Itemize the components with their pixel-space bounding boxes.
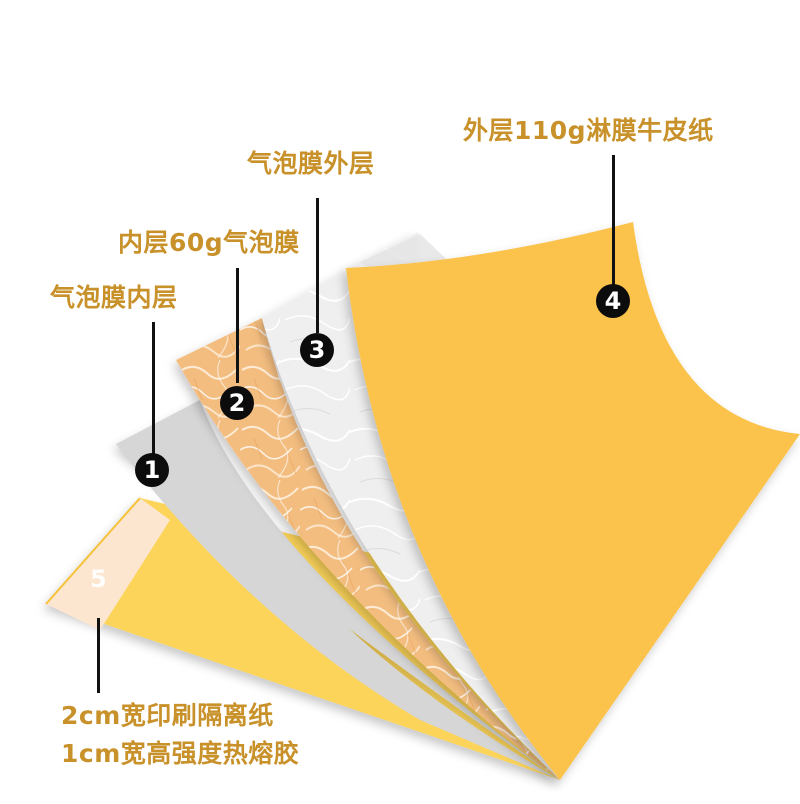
label-layer-4: 外层110g淋膜牛皮纸 [463,116,714,145]
leader-line-3 [316,198,319,333]
badge-4: 4 [596,284,630,318]
label-layer-3: 气泡膜外层 [247,149,375,178]
label-layer-1: 气泡膜内层 [50,283,178,312]
label-layer-5-line-1: 2cm宽印刷隔离纸 [61,701,274,730]
leader-line-5 [97,618,100,693]
leader-line-2 [236,268,239,383]
leader-line-1 [152,322,155,457]
label-layer-5-line-2: 1cm宽高强度热熔胶 [61,739,300,768]
layer-2-bubble-60g [176,318,560,780]
badge-5: 5 [90,565,107,593]
label-layer-2: 内层60g气泡膜 [118,228,300,257]
leader-line-4 [612,155,615,285]
layer-4-kraft-paper [346,222,800,780]
badge-3: 3 [300,333,334,367]
badge-1: 1 [135,453,169,487]
badge-2: 2 [220,386,254,420]
release-paper-strip [46,498,170,630]
